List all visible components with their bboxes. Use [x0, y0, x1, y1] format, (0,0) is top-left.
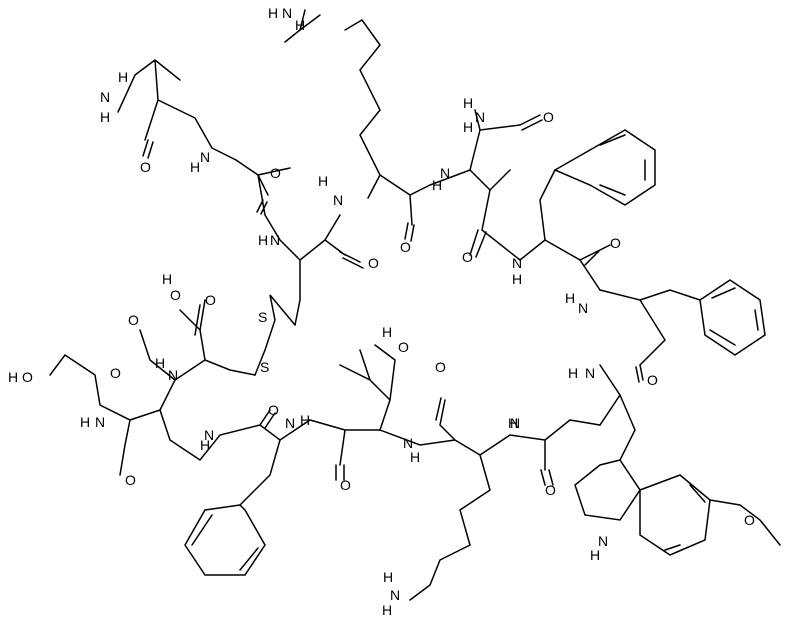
- atom-h: H: [118, 69, 128, 85]
- atom-n: N: [510, 415, 520, 431]
- atom-h: H: [155, 355, 165, 371]
- atom-o: O: [110, 365, 121, 381]
- atom-o: O: [205, 292, 216, 308]
- atom-o: O: [268, 402, 279, 418]
- atom-h: H: [410, 449, 420, 465]
- atom-o: O: [170, 287, 181, 303]
- atom-n: N: [598, 533, 608, 549]
- atom-h: H: [190, 159, 200, 175]
- atom-n: N: [270, 232, 280, 248]
- atom-o: O: [270, 165, 281, 181]
- atom-n: N: [100, 89, 110, 105]
- atom-s: S: [260, 359, 269, 375]
- atom-o: O: [340, 477, 351, 493]
- atom-o: O: [400, 239, 411, 255]
- atom-o: O: [125, 472, 136, 488]
- atom-h: H: [295, 17, 305, 33]
- atom-s: S: [258, 309, 267, 325]
- atom-h: H: [590, 547, 600, 563]
- atom-h: H: [318, 173, 328, 189]
- atom-o: O: [744, 512, 755, 528]
- atom-o: O: [647, 372, 658, 388]
- atom-n: N: [585, 365, 595, 381]
- atom-h: H: [162, 271, 172, 287]
- atom-n: N: [333, 192, 343, 208]
- atom-n: N: [578, 300, 588, 316]
- atom-n: N: [403, 435, 413, 451]
- atom-o: O: [462, 249, 473, 265]
- atom-n: N: [440, 165, 450, 181]
- atom-h: H: [432, 177, 442, 193]
- atom-n: N: [200, 149, 210, 165]
- atom-h: H: [300, 412, 310, 428]
- atom-h: H: [382, 324, 392, 340]
- atom-n: N: [512, 255, 522, 271]
- atom-o: O: [140, 159, 151, 175]
- atom-o: O: [435, 359, 446, 375]
- bond-lines: [49, 9, 781, 601]
- atom-h: H: [463, 119, 473, 135]
- atom-h: H: [80, 414, 90, 430]
- atom-o: O: [398, 339, 409, 355]
- atom-labels: H N H H N H H N H O N H O O H N N H O H …: [8, 5, 755, 618]
- atom-h: H: [463, 95, 473, 111]
- atom-h: H: [568, 365, 578, 381]
- atom-o: O: [545, 482, 556, 498]
- atom-h: H: [200, 437, 210, 453]
- atom-n: N: [204, 427, 214, 443]
- atom-o: O: [22, 369, 33, 385]
- atom-h: H: [100, 109, 110, 125]
- atom-n: N: [282, 5, 292, 21]
- atom-o: O: [368, 255, 379, 271]
- atom-n: N: [475, 109, 485, 125]
- atom-h: H: [258, 232, 268, 248]
- atom-h: H: [8, 369, 18, 385]
- atom-h: H: [565, 290, 575, 306]
- atom-h: H: [268, 5, 278, 21]
- atom-o: O: [543, 109, 554, 125]
- atom-n: N: [390, 587, 400, 603]
- atom-o: O: [128, 312, 139, 328]
- atom-h: H: [382, 602, 392, 618]
- atom-o: O: [610, 235, 621, 251]
- atom-n: N: [168, 367, 178, 383]
- atom-n: N: [95, 414, 105, 430]
- atom-h: H: [508, 415, 518, 431]
- atom-n: N: [285, 415, 295, 431]
- atom-h: H: [512, 271, 522, 287]
- atom-h: H: [383, 569, 393, 585]
